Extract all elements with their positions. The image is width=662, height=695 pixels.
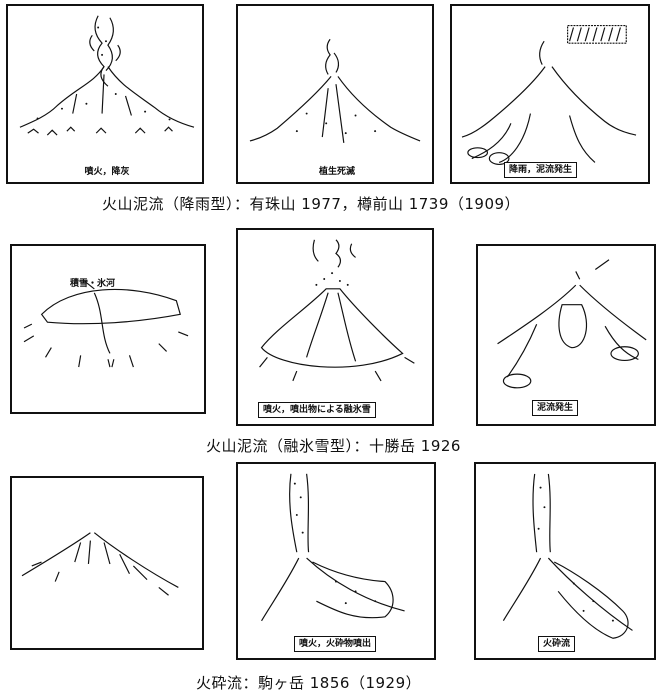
panel-vegetation-dieoff: 植生死滅 <box>236 4 434 184</box>
panel-pyroclastic-flow: 火砕流 <box>474 462 656 660</box>
volcano-dormant-illustration <box>12 478 202 648</box>
panel-label: 噴火，噴出物による融氷雪 <box>258 402 376 418</box>
panel-label: 噴火，火砕物噴出 <box>294 636 376 652</box>
volcano-pyroclastic-illustration <box>238 464 434 658</box>
volcano-mudflow-illustration <box>478 246 654 424</box>
panel-label: 火砕流 <box>538 636 575 652</box>
row-caption: 火砕流：駒ヶ岳 1856（1929） <box>196 672 421 693</box>
volcano-rain-illustration <box>452 6 648 182</box>
panel-label: 植生死滅 <box>278 164 396 177</box>
panel-label: 降雨，泥流発生 <box>504 162 577 178</box>
volcano-vegetation-illustration <box>238 6 432 182</box>
row-caption: 火山泥流（降雨型）：有珠山 1977，樽前山 1739（1909） <box>102 193 520 214</box>
panel-pyroclastic-ejection: 噴火，火砕物噴出 <box>236 462 436 660</box>
volcano-pyroclastic-flow-illustration <box>476 464 654 658</box>
panel-label: 泥流発生 <box>532 400 578 416</box>
panel-rain-mudflow: 降雨，泥流発生 <box>450 4 650 184</box>
panel-snowmelt: 噴火，噴出物による融氷雪 <box>236 228 434 426</box>
volcano-snowmelt-illustration <box>238 230 432 424</box>
volcano-snow-illustration <box>12 246 204 412</box>
panel-label: 噴火，降灰 <box>48 164 166 177</box>
panel-snow-glacier: 積雪・氷河 <box>10 244 206 414</box>
snow-glacier-label: 積雪・氷河 <box>70 276 115 289</box>
panel-eruption-ashfall: 噴火，降灰 <box>6 4 204 184</box>
volcano-ashfall-illustration <box>8 6 202 182</box>
panel-volcano-dormant <box>10 476 204 650</box>
panel-mudflow-occurrence: 泥流発生 <box>476 244 656 426</box>
row-caption: 火山泥流（融氷雪型）：十勝岳 1926 <box>206 435 461 456</box>
